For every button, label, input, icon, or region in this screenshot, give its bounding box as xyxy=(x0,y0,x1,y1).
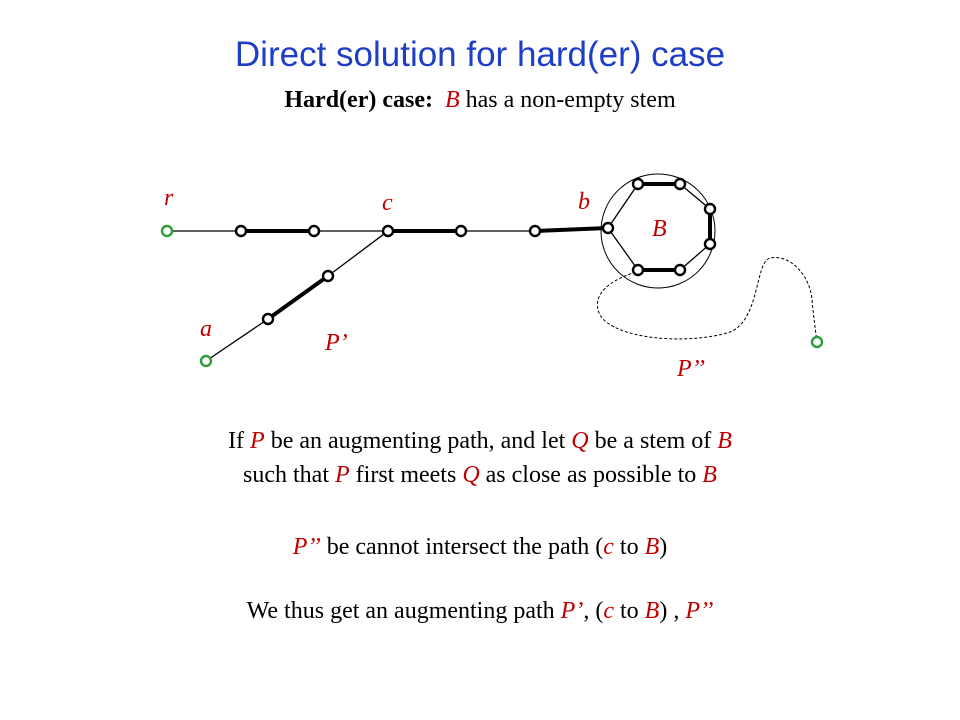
vertex-v3 xyxy=(454,224,468,238)
label-b: b xyxy=(578,189,590,215)
vertex-o3 xyxy=(703,202,717,216)
var-p: P xyxy=(250,428,265,454)
blossom-edge-o4-o5 xyxy=(679,243,711,271)
text: to xyxy=(613,534,645,560)
var-p-double-prime: P’’ xyxy=(685,598,714,624)
var-p-prime: P’ xyxy=(560,598,584,624)
blossom-circle xyxy=(600,173,716,289)
augmenting-path-p-double-prime xyxy=(597,257,818,343)
var-q: Q xyxy=(571,428,589,454)
vertex-end xyxy=(810,335,824,349)
vertex-b xyxy=(601,221,615,235)
subtitle: Hard(er) case: B has a non-empty stem xyxy=(0,82,960,118)
var-q: Q xyxy=(462,462,480,488)
edge-w2-a xyxy=(205,318,269,362)
vertex-v4 xyxy=(528,224,542,238)
text: If xyxy=(228,428,251,454)
text: ) , xyxy=(659,598,686,624)
text: such that xyxy=(243,462,335,488)
vertex-o2 xyxy=(673,177,687,191)
paragraph-intersection: P’’ be cannot intersect the path (c to B… xyxy=(0,530,960,564)
var-p-double-prime: P’’ xyxy=(292,534,321,560)
var-p: P xyxy=(335,462,350,488)
vertices xyxy=(160,177,824,368)
vertex-o1 xyxy=(631,177,645,191)
vertex-o6 xyxy=(631,263,645,277)
text: be cannot intersect the path ( xyxy=(320,534,604,560)
slide-title: Direct solution for hard(er) case xyxy=(234,35,726,74)
vertex-w1 xyxy=(321,269,335,283)
blossom-edge-o2-o3 xyxy=(679,183,711,210)
var-b: B xyxy=(717,428,732,454)
matched-edge-w1-w2 xyxy=(266,274,330,321)
label-p-prime: P’ xyxy=(324,330,348,356)
vertex-c xyxy=(381,224,395,238)
vertex-v2 xyxy=(307,224,321,238)
vertex-r xyxy=(160,224,174,238)
text: be a stem of xyxy=(588,428,718,454)
var-b: B xyxy=(702,462,717,488)
condition-line-1: If P be an augmenting path, and let Q be… xyxy=(0,424,960,458)
vertex-a xyxy=(199,354,213,368)
matched-edge-v4-b xyxy=(534,226,609,233)
blossom-diagram: r c b B a P’ P’’ xyxy=(160,173,824,382)
var-c: c xyxy=(603,534,614,560)
subtitle-label: Hard(er) case: xyxy=(284,87,433,113)
condition-line-2: such that P first meets Q as close as po… xyxy=(0,458,960,492)
subtitle-rest: has a non-empty stem xyxy=(465,87,676,113)
vertex-o4 xyxy=(703,237,717,251)
vertex-w2 xyxy=(261,312,275,326)
label-blossom: B xyxy=(652,216,667,242)
var-b: B xyxy=(644,598,660,624)
vertex-o5 xyxy=(673,263,687,277)
var-b: B xyxy=(644,534,660,560)
subtitle-blossom-var: B xyxy=(444,87,460,113)
var-c: c xyxy=(603,598,614,624)
label-r: r xyxy=(164,185,174,211)
label-c: c xyxy=(382,190,393,216)
text: , ( xyxy=(583,598,604,624)
label-p-double-prime: P’’ xyxy=(676,356,705,382)
text: We thus get an augmenting path xyxy=(246,598,561,624)
text: first meets xyxy=(349,462,463,488)
edge-c-w1 xyxy=(327,230,389,277)
text: be an augmenting path, and let xyxy=(264,428,572,454)
label-a: a xyxy=(200,316,212,342)
vertex-v1 xyxy=(234,224,248,238)
blossom-edge-o6-b xyxy=(607,227,639,271)
text: ) xyxy=(659,534,668,560)
paragraph-conclusion: We thus get an augmenting path P’, (c to… xyxy=(0,594,960,628)
paragraph-condition: If P be an augmenting path, and let Q be… xyxy=(0,424,960,492)
text: as close as possible to xyxy=(479,462,703,488)
blossom-edge-b-o1 xyxy=(607,183,639,229)
text: to xyxy=(613,598,645,624)
